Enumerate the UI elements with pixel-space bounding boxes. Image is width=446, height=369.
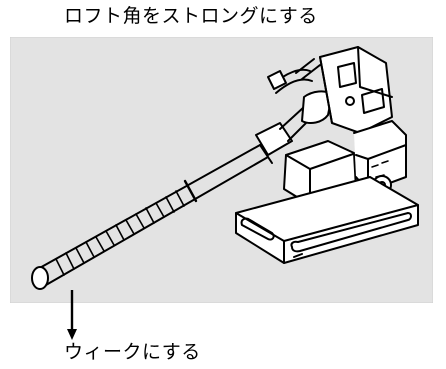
loft-weaker-caption: ウィークにする [64, 341, 201, 363]
arrow-down-icon [67, 290, 77, 340]
loft-stronger-caption: ロフト角をストロングにする [64, 5, 318, 27]
club-loft-bender-illustration [10, 37, 433, 303]
